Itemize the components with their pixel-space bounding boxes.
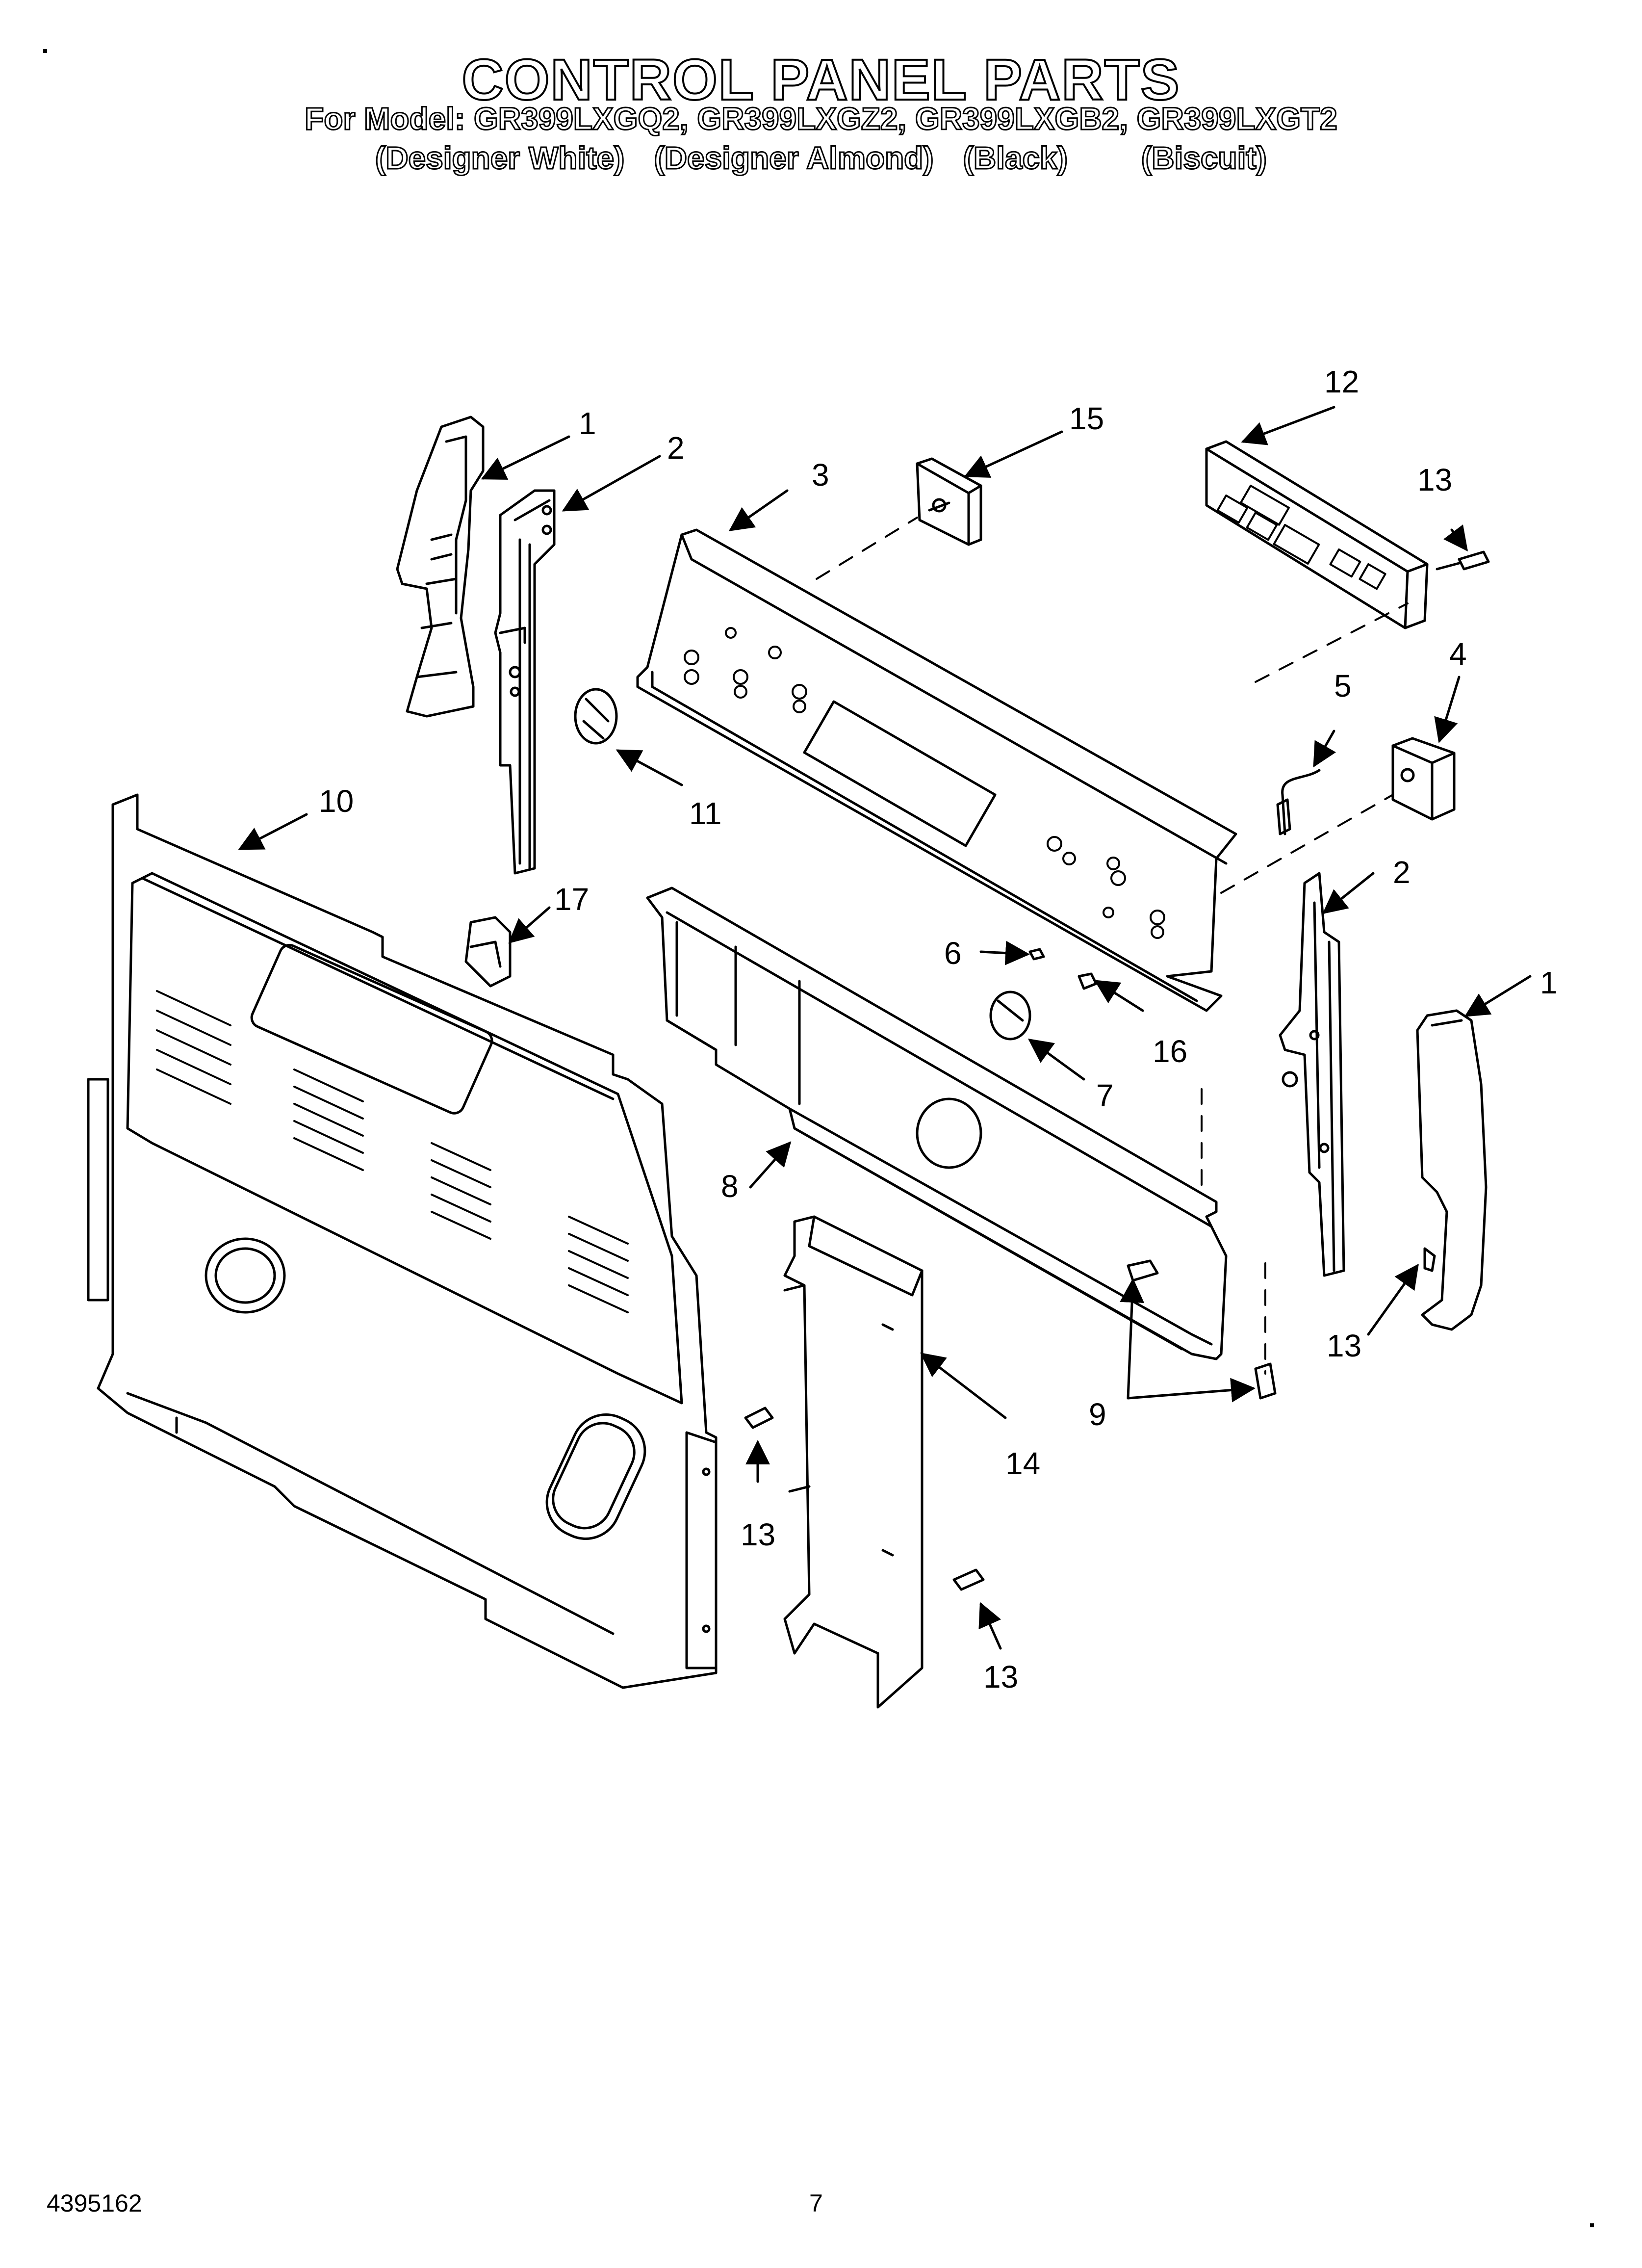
part-manifold-panel-8 bbox=[646, 886, 1228, 1360]
callout-2-right: 2 bbox=[1393, 855, 1411, 890]
part-bracket-14 bbox=[783, 1215, 924, 1709]
callout-12: 12 bbox=[1324, 364, 1359, 399]
alignment-lines bbox=[816, 517, 1409, 1375]
callout-13-bottom-right: 13 bbox=[983, 1659, 1018, 1694]
part-screws bbox=[744, 550, 1490, 1591]
callout-6: 6 bbox=[944, 936, 962, 971]
callout-15: 15 bbox=[1069, 401, 1104, 436]
leader-lines-part-9 bbox=[1120, 1278, 1256, 1403]
part-end-cap-left bbox=[396, 416, 485, 718]
callout-13-bottom-left: 13 bbox=[741, 1517, 775, 1552]
rear-panel-vents bbox=[156, 990, 629, 1313]
callout-10: 10 bbox=[319, 783, 354, 819]
part-rear-panel-10 bbox=[87, 793, 718, 1689]
variant-biscuit: (Biscuit) bbox=[1140, 140, 1267, 177]
variant-black: (Black) bbox=[962, 140, 1068, 177]
leader-arrows bbox=[238, 406, 1532, 1650]
callout-16: 16 bbox=[1153, 1034, 1187, 1069]
color-variants: (Designer White) (Designer Almond) (Blac… bbox=[0, 140, 1642, 177]
part-switch-15 bbox=[916, 457, 982, 546]
part-side-bracket-left bbox=[494, 489, 556, 875]
part-clip-17 bbox=[464, 916, 512, 988]
callout-13-top-right: 13 bbox=[1417, 462, 1452, 497]
callout-8: 8 bbox=[721, 1169, 739, 1204]
panel-holes bbox=[684, 627, 1165, 939]
part-end-cap-right bbox=[1416, 1009, 1488, 1331]
model-line: For Model: GR399LXGQ2, GR399LXGZ2, GR399… bbox=[304, 101, 1338, 137]
callout-17: 17 bbox=[554, 882, 589, 917]
callout-labels: 1 2 3 15 12 13 5 4 11 10 17 2 1 6 16 7 8… bbox=[319, 364, 1558, 1694]
part-switch-4 bbox=[1391, 737, 1456, 821]
document-part-number: 4395162 bbox=[47, 2190, 142, 2217]
part-electronic-control-12 bbox=[1205, 440, 1429, 629]
callout-1-left: 1 bbox=[579, 406, 596, 441]
callout-5: 5 bbox=[1334, 668, 1352, 704]
part-knob-7 bbox=[989, 991, 1031, 1041]
callout-9: 9 bbox=[1089, 1397, 1106, 1432]
registration-mark bbox=[1590, 2223, 1594, 2227]
callout-4: 4 bbox=[1449, 636, 1467, 672]
part-knob-11 bbox=[574, 688, 618, 745]
variant-designer-white: (Designer White) bbox=[375, 140, 625, 177]
callout-3: 3 bbox=[812, 457, 829, 493]
part-side-bracket-right bbox=[1279, 872, 1345, 1277]
registration-mark bbox=[43, 49, 47, 53]
part-wire-5 bbox=[1276, 769, 1321, 835]
callout-2-left: 2 bbox=[667, 430, 685, 466]
page-number: 7 bbox=[809, 2190, 823, 2217]
callout-7: 7 bbox=[1096, 1078, 1114, 1113]
callout-11: 11 bbox=[689, 796, 721, 831]
variant-designer-almond: (Designer Almond) bbox=[653, 140, 934, 177]
page-title: CONTROL PANEL PARTS bbox=[461, 47, 1180, 113]
callout-13-right: 13 bbox=[1327, 1328, 1361, 1363]
callout-14: 14 bbox=[1005, 1446, 1040, 1481]
part-control-panel bbox=[636, 528, 1237, 1012]
callout-1-right: 1 bbox=[1540, 965, 1558, 1000]
